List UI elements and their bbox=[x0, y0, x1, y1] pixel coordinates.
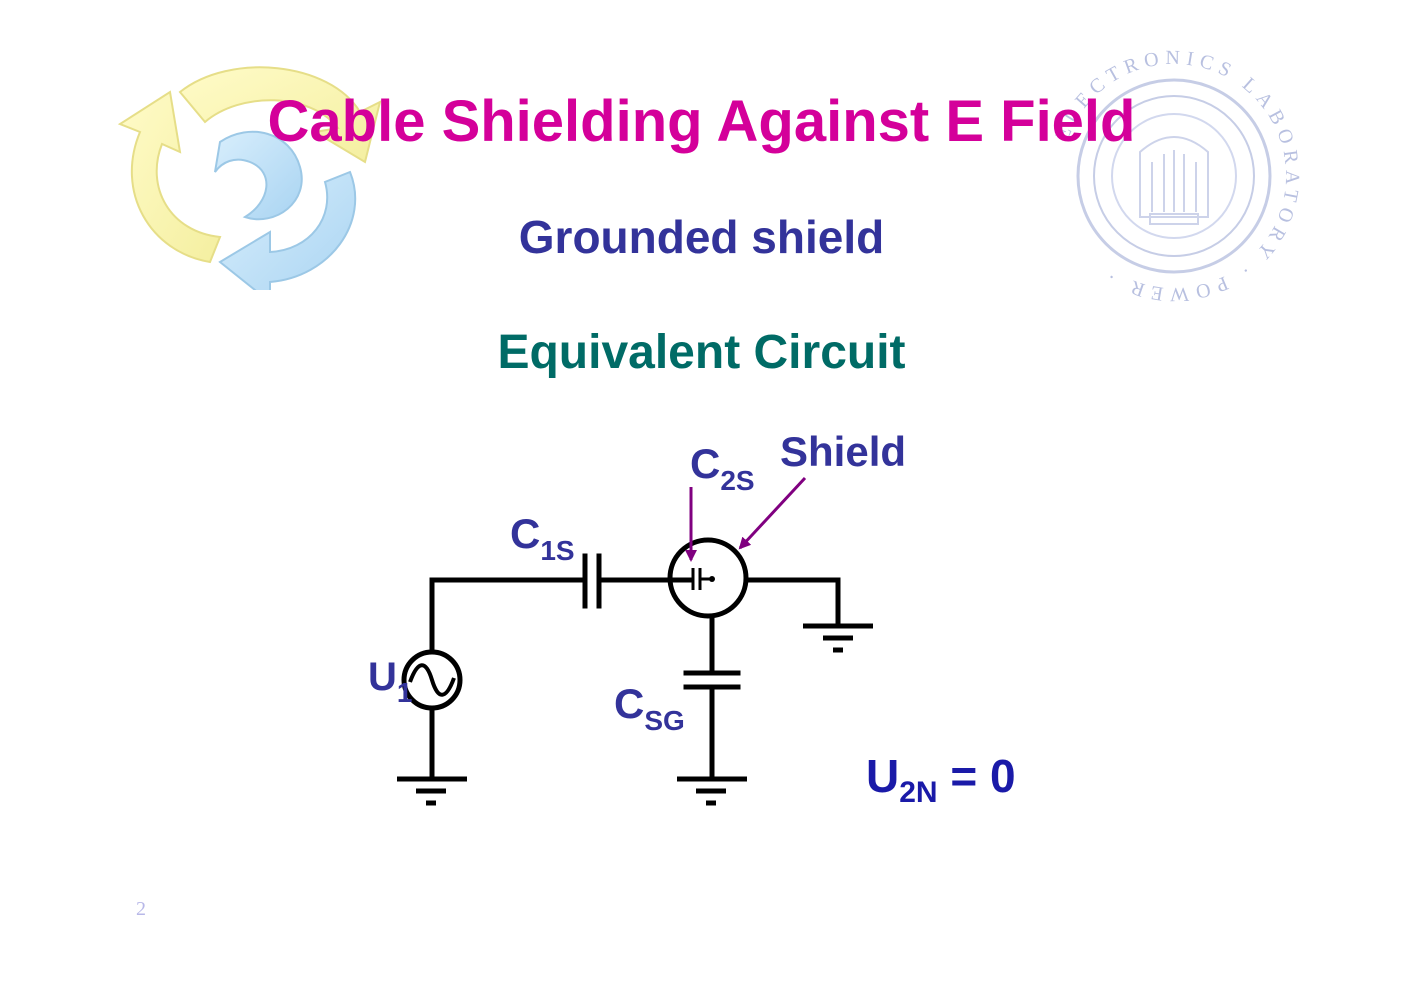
ac-source-sine-icon bbox=[408, 663, 456, 697]
wire-source-top bbox=[429, 577, 588, 655]
label-c2s: C2S bbox=[690, 440, 755, 496]
swirl-arrow-left-icon bbox=[117, 90, 222, 264]
ground-symbol-shield-icon bbox=[803, 623, 873, 653]
wire-shield-to-ground bbox=[743, 577, 841, 629]
swirl-arrow-center-icon bbox=[214, 130, 303, 221]
label-csg: CSG bbox=[614, 680, 685, 736]
arrow-shield-pointer bbox=[738, 476, 807, 550]
section-heading: Equivalent Circuit bbox=[497, 326, 906, 379]
university-seal-icon: ELECTRONICS LABORATORY · POWER · bbox=[1051, 47, 1297, 305]
slide-title: Cable Shielding Against E Field bbox=[267, 89, 1136, 154]
label-c1s: C1S bbox=[510, 510, 575, 566]
slide-subtitle: Grounded shield bbox=[518, 211, 885, 263]
label-u1: U1 bbox=[368, 655, 412, 708]
page-number: 2 bbox=[136, 898, 146, 920]
equation-u2n: U2N = 0 bbox=[866, 750, 1016, 809]
swirl-arrow-top-icon bbox=[178, 66, 382, 164]
ground-symbol-source-icon bbox=[397, 776, 467, 806]
ground-symbol-csg-icon bbox=[677, 776, 747, 806]
label-shield: Shield bbox=[780, 428, 906, 475]
swirl-arrow-right-icon bbox=[218, 170, 357, 290]
decorative-swirl-logo bbox=[117, 66, 382, 290]
inner-conductor-dot bbox=[709, 576, 715, 582]
